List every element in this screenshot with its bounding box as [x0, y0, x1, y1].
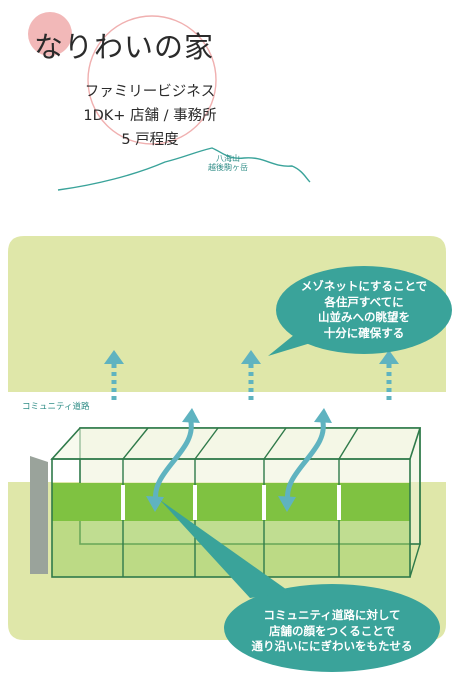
maisonette-arrow — [285, 417, 326, 503]
bubble-top-line-2: 各住戸すべてに — [324, 294, 404, 309]
bubble-top-tail — [268, 330, 314, 356]
bubble-top-line-3: 山並みへの眺望を — [318, 310, 410, 324]
bubble-bottom-tail — [160, 500, 290, 598]
subtitle-line-1: ファミリービジネス — [84, 84, 216, 100]
bubble-bottom — [224, 584, 440, 672]
neighbor-building — [30, 456, 48, 574]
mountain-label-2: 越後駒ヶ岳 — [208, 163, 248, 173]
title-accent-dot — [28, 12, 72, 56]
mountain-label: 八海山 越後駒ヶ岳 — [208, 154, 248, 172]
mountain-outline — [57, 147, 311, 191]
shop-separators — [121, 485, 341, 520]
subtitle-line-2: 1DK+ 店舗 / 事務所 — [83, 108, 217, 124]
view-arrow — [104, 350, 124, 404]
view-arrow — [379, 350, 399, 404]
bubble-top-line-4: 十分に確保する — [323, 325, 405, 340]
bubble-top-text: メゾネットにすることで 各住戸すべてに 山並みへの眺望を 十分に確保する — [278, 279, 450, 341]
page-title: なりわいの家 — [34, 30, 215, 64]
bubble-bottom-line-1: コミュニティ道路に対して — [263, 608, 401, 622]
bubble-top-line-1: メゾネットにすることで — [300, 279, 428, 293]
view-arrow — [241, 350, 261, 404]
bubble-bottom-line-2: 店舗の顔をつくることで — [269, 623, 395, 638]
maisonette-arrow — [153, 417, 194, 503]
maisonette-arrowheads — [146, 408, 332, 512]
box-top — [50, 427, 422, 460]
bubble-bottom-text: コミュニティ道路に対して 店舗の顔をつくることで 通り沿いににぎわいをもたせる — [232, 608, 432, 655]
mountain-label-1: 八海山 — [216, 154, 240, 163]
view-arrows — [104, 350, 399, 404]
shop-floor — [52, 483, 410, 521]
subtitle-line-3: 5 戸程度 — [121, 132, 179, 148]
road-label: コミュニティ道路 — [22, 402, 90, 412]
bubble-bottom-line-3: 通り沿いににぎわいをもたせる — [251, 639, 413, 653]
bubble-top — [276, 266, 452, 354]
maisonette-arrows — [153, 417, 326, 503]
title-accent-ring — [87, 15, 217, 145]
